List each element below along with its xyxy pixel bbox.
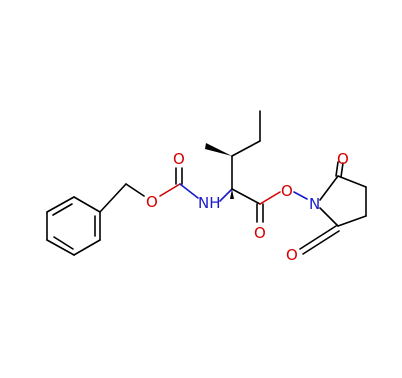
- bond-ring-ch2: [99, 183, 127, 213]
- atom-label-carbonyl-o: O: [173, 150, 185, 168]
- atom-label-ether-o: O: [146, 193, 158, 211]
- alpha-wedge: [230, 189, 234, 199]
- succinimide-ring: [299, 161, 367, 255]
- atom-label-ester-carbonyl-o: O: [254, 224, 266, 242]
- atom-label-amide-nh: NH: [198, 194, 221, 212]
- bond-ester-c-o: [259, 191, 281, 205]
- benzene-ring: [46, 196, 101, 256]
- bond-o-n: [293, 191, 308, 200]
- bond-o-carbamate-c: [159, 183, 181, 197]
- atom-label-ester-o: O: [281, 182, 293, 200]
- atom-label-imide-bottom-o: O: [286, 246, 298, 264]
- bond-beta-gamma: [231, 140, 261, 157]
- bond-n-alpha: [219, 188, 233, 202]
- bond-alpha-ester-c: [231, 188, 261, 205]
- methyl-wedge: [205, 143, 232, 156]
- atom-label-imide-n: N: [309, 195, 320, 213]
- bond-carbamate-c-n: [179, 183, 199, 199]
- bond-ch2-o: [125, 183, 145, 197]
- atom-label-imide-top-o: O: [337, 150, 349, 168]
